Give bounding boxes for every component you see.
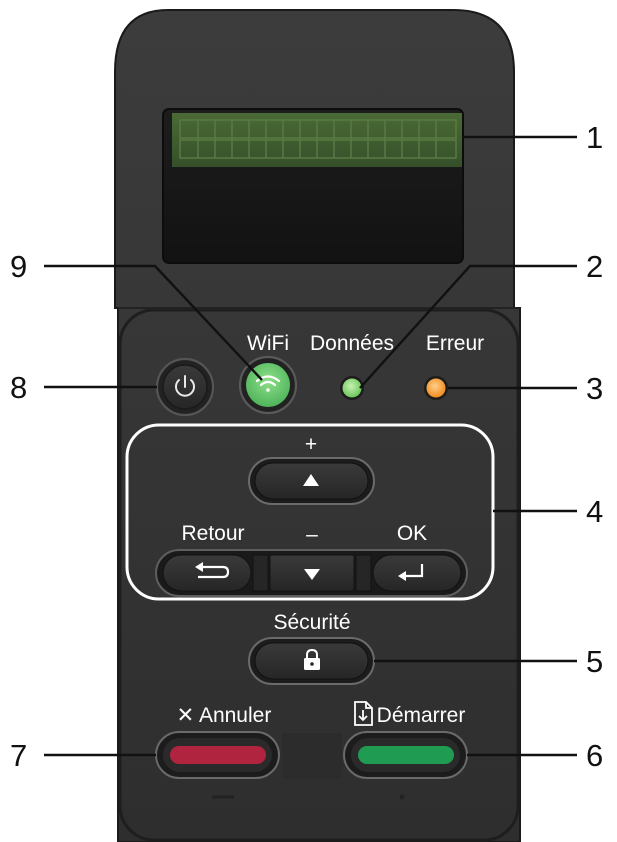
callout-8: 8 — [10, 370, 27, 405]
nav-divider-right — [355, 554, 372, 592]
security-label: Sécurité — [273, 611, 350, 634]
callout-3: 3 — [586, 371, 603, 406]
security-button[interactable] — [248, 637, 375, 685]
leader-line-9 — [44, 264, 263, 381]
wifi-label: WiFi — [247, 332, 289, 355]
lock-icon — [304, 648, 320, 670]
power-icon — [175, 375, 195, 397]
bottom-dot — [399, 794, 405, 800]
error-led — [424, 376, 448, 400]
data-led — [340, 376, 364, 400]
start-button[interactable] — [343, 731, 468, 779]
lcd-segments — [179, 119, 457, 159]
leader-line-2 — [359, 264, 577, 389]
callout-5: 5 — [586, 644, 603, 679]
arrow-down-icon — [304, 569, 320, 580]
down-button[interactable] — [269, 554, 355, 592]
callout-9: 9 — [10, 249, 27, 284]
error-led-label: Erreur — [426, 332, 484, 355]
document-start-icon — [354, 701, 373, 726]
callout-7: 7 — [10, 738, 27, 773]
callout-4: 4 — [586, 494, 603, 529]
ok-button[interactable] — [372, 554, 462, 592]
bottom-center-inset — [282, 733, 342, 779]
back-button[interactable] — [162, 554, 252, 592]
arrow-up-icon — [303, 474, 319, 486]
start-label: Démarrer — [377, 704, 466, 727]
callout-2: 2 — [586, 249, 603, 284]
minus-label: – — [306, 523, 318, 546]
back-arrow-icon — [195, 562, 230, 579]
callout-6: 6 — [586, 738, 603, 773]
power-button[interactable] — [155, 357, 215, 417]
callout-1: 1 — [586, 120, 603, 155]
cancel-label: ✕ Annuler — [177, 704, 272, 727]
cancel-button[interactable] — [155, 731, 280, 779]
panel-lower-bezel — [118, 308, 520, 842]
nav-divider-left — [252, 554, 269, 592]
data-led-label: Données — [310, 332, 394, 355]
back-label: Retour — [181, 522, 244, 545]
plus-label: + — [305, 433, 317, 456]
up-button[interactable] — [248, 457, 375, 505]
wifi-icon — [255, 375, 281, 392]
enter-arrow-icon — [398, 564, 424, 581]
ok-label: OK — [397, 522, 427, 545]
